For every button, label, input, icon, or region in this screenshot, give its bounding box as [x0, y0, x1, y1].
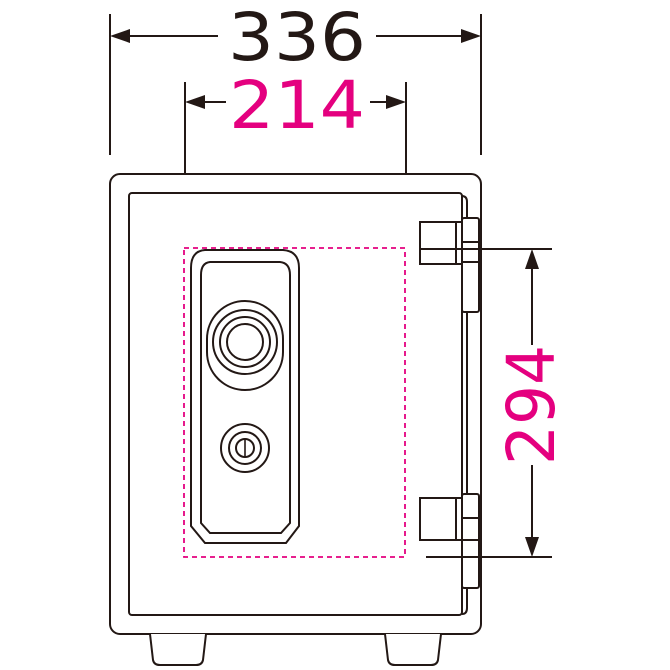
- inner-width-label: 214: [229, 67, 365, 144]
- safe-door-edge: [461, 195, 468, 615]
- inner-opening-outline: [183, 247, 406, 558]
- inner-width-arrow-left: [185, 95, 205, 109]
- door-hinge-icon: [419, 217, 480, 589]
- inner-width-arrow-right: [386, 95, 406, 109]
- overall-width-dimension: [109, 14, 482, 155]
- handle-plate: [190, 249, 300, 544]
- inner-height-dimension: [420, 248, 552, 558]
- inner-height-arrow-bottom: [525, 537, 539, 557]
- inner-height-arrow-top: [525, 249, 539, 269]
- key-lock-icon: [220, 423, 270, 473]
- safe-door-panel: [128, 192, 463, 616]
- safe-foot-right: [384, 633, 442, 666]
- combination-dial-icon: [206, 300, 284, 391]
- inner-height-label: 294: [493, 345, 570, 465]
- overall-width-label: 336: [228, 0, 366, 76]
- dial-knob: [226, 323, 264, 361]
- overall-width-arrow-right: [461, 29, 481, 43]
- overall-width-arrow-left: [110, 29, 130, 43]
- hinge-upper-barrel: [461, 217, 480, 313]
- safe-foot-icon: [149, 633, 442, 666]
- safe-foot-left: [149, 633, 207, 666]
